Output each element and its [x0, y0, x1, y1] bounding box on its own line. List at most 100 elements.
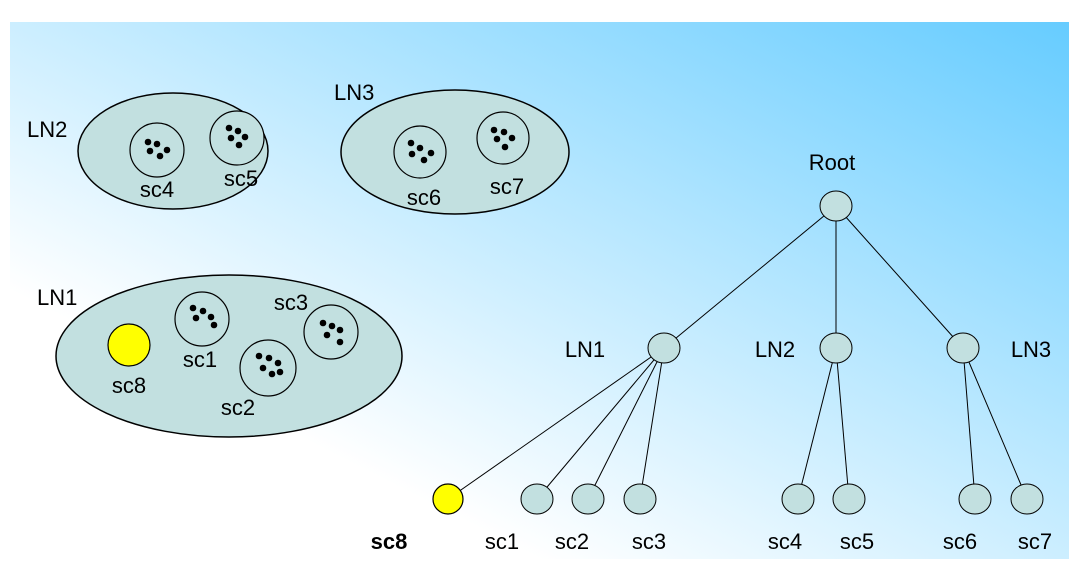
cluster-point: [156, 152, 164, 160]
cluster-sc4-circle: [129, 122, 185, 178]
tree-node-ln1-label: LN1: [565, 337, 605, 362]
group-ln2: LN2 sc4 sc5: [27, 92, 269, 210]
cluster-point: [276, 368, 284, 376]
cluster-point: [328, 322, 336, 330]
tree-edges: [447, 205, 1028, 500]
cluster-point: [235, 141, 243, 149]
edge-root-ln3: [835, 205, 964, 349]
group-ln3-label: LN3: [334, 80, 374, 105]
tree-leaf-sc3: sc3: [623, 483, 666, 554]
tree-leaf-sc8-label: sc8: [371, 529, 408, 554]
cluster-sc6: sc6: [393, 125, 447, 210]
cluster-sc6-label: sc6: [407, 185, 441, 210]
tree-node-root: Root: [809, 150, 855, 222]
cluster-point: [323, 331, 331, 339]
cluster-point: [210, 321, 218, 329]
cluster-point: [493, 135, 501, 143]
cluster-point: [241, 133, 249, 141]
tree-leaf-sc4: sc4: [768, 483, 815, 554]
tree-node-ln3: LN3: [946, 332, 1051, 364]
cluster-point: [144, 138, 152, 146]
cluster-sc2: sc2: [221, 339, 297, 420]
cluster-sc3: sc3: [274, 290, 359, 360]
tree-node-ln3-label: LN3: [1011, 337, 1051, 362]
group-ln1-label: LN1: [37, 285, 77, 310]
tree-node-ln2: LN2: [755, 332, 853, 364]
edge-ln1-sc2: [587, 347, 665, 500]
cluster-point: [234, 127, 242, 135]
tree-node-root-shape: [819, 190, 853, 222]
edge-root-ln1: [663, 205, 837, 349]
cluster-point: [407, 139, 415, 147]
tree-leaf-sc5-label: sc5: [840, 529, 874, 554]
cluster-point: [336, 338, 344, 346]
cluster-point: [146, 147, 154, 155]
cluster-point: [500, 128, 508, 136]
cluster-sc8-circle: [107, 323, 151, 367]
cluster-point: [255, 352, 263, 360]
tree-node-ln2-shape: [819, 332, 853, 364]
cluster-sc1-label: sc1: [183, 347, 217, 372]
cluster-sc5: sc5: [209, 110, 265, 191]
tree-node-ln2-label: LN2: [755, 337, 795, 362]
tree-leaf-sc6: sc6: [943, 483, 992, 554]
tree-node-ln3-shape: [946, 332, 980, 364]
tree-node-ln1: LN1: [565, 332, 681, 364]
tree-node-ln1-shape: [647, 332, 681, 364]
tree-leaf-sc5-shape: [832, 483, 866, 515]
cluster-point: [192, 314, 200, 322]
cluster-sc7-label: sc7: [490, 174, 524, 199]
tree-leaf-sc2-label: sc2: [555, 529, 589, 554]
cluster-point: [207, 313, 215, 321]
cluster-sc1-circle: [174, 291, 230, 347]
cluster-sc4-label: sc4: [140, 177, 174, 202]
group-ln3: LN3 sc6 sc7: [334, 80, 570, 215]
tree-leaf-sc5: sc5: [832, 483, 874, 554]
tree-leaf-sc8: sc8: [371, 483, 464, 554]
tree-leaf-sc6-shape: [958, 483, 992, 515]
cluster-point: [319, 319, 327, 327]
cluster-point: [274, 359, 282, 367]
cluster-sc3-label: sc3: [274, 290, 308, 315]
cluster-point: [259, 364, 267, 372]
cluster-point: [227, 134, 235, 142]
cluster-point: [427, 149, 435, 157]
cluster-point: [501, 143, 509, 151]
cluster-point: [336, 326, 344, 334]
tree-leaf-sc6-label: sc6: [943, 529, 977, 554]
cluster-point: [268, 370, 276, 378]
cluster-point: [199, 307, 207, 315]
tree-leaf-sc2-shape: [571, 483, 605, 515]
cluster-point: [265, 354, 273, 362]
cluster-point: [225, 124, 233, 132]
tree-leaf-sc3-shape: [623, 483, 657, 515]
edge-ln1-sc3: [639, 347, 665, 500]
tree-node-root-label: Root: [809, 150, 855, 175]
cluster-point: [420, 156, 428, 164]
cluster-point: [153, 140, 161, 148]
cluster-point: [508, 134, 516, 142]
tree-leaf-sc1: sc1: [485, 483, 554, 554]
cluster-sc5-label: sc5: [224, 166, 258, 191]
cluster-sc8-label: sc8: [112, 373, 146, 398]
tree-leaf-sc7: sc7: [1010, 483, 1052, 554]
tree-leaf-sc8-shape: [432, 483, 464, 515]
edge-ln3-sc6: [962, 347, 976, 500]
edge-ln3-sc7: [962, 347, 1028, 500]
edge-ln2-sc5: [835, 347, 850, 500]
cluster-point: [189, 304, 197, 312]
cluster-sc2-circle: [239, 339, 297, 397]
edge-ln1-sc1: [536, 347, 665, 500]
tree-leaf-sc7-label: sc7: [1018, 529, 1052, 554]
cluster-sc7: sc7: [476, 111, 530, 199]
tree-leaf-sc2: sc2: [555, 483, 605, 554]
cluster-point: [490, 126, 498, 134]
tree-leaf-sc1-shape: [520, 483, 554, 515]
cluster-sc4: sc4: [129, 122, 185, 202]
cluster-sc6-circle: [393, 125, 447, 179]
tree-leaf-sc7-shape: [1010, 483, 1044, 515]
cluster-sc2-label: sc2: [221, 395, 255, 420]
cluster-sc3-circle: [303, 304, 359, 360]
cluster-sc5-circle: [209, 110, 265, 166]
